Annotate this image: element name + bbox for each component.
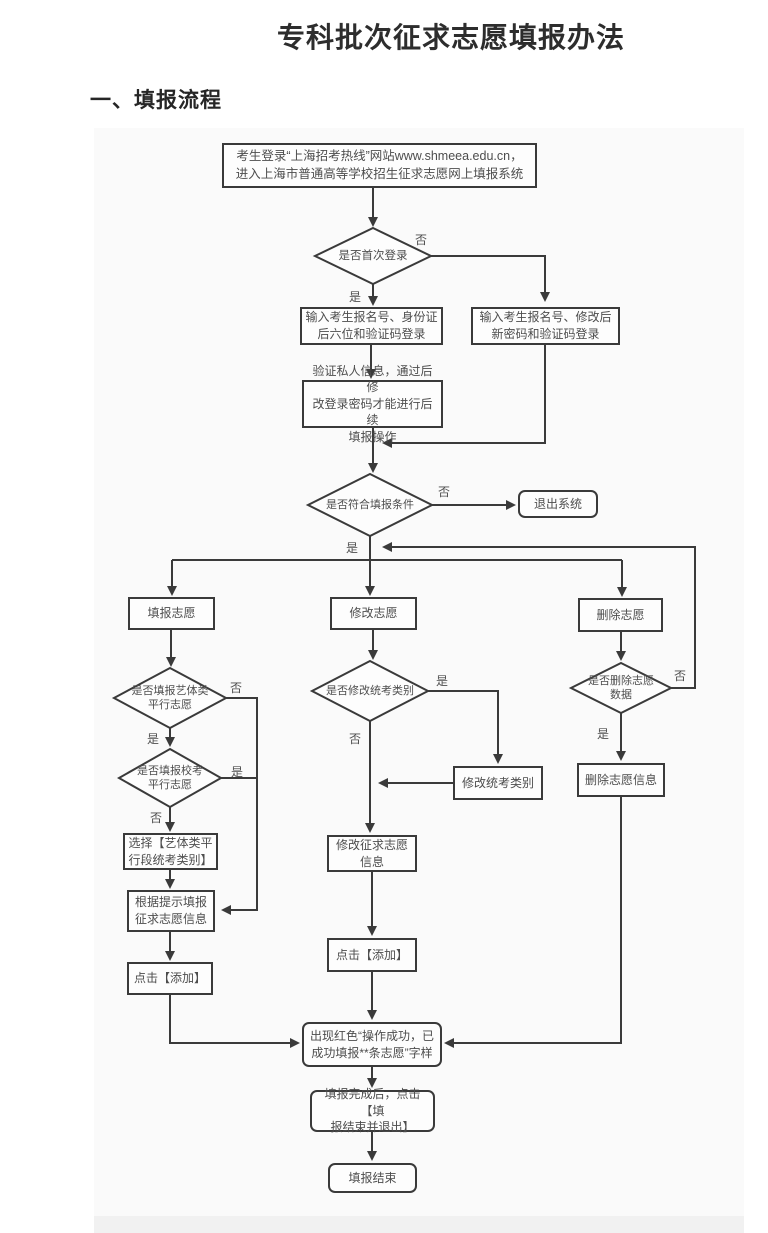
edge-label-yes-delete-data: 是 <box>597 727 610 741</box>
flow-node-login-first: 输入考生报名号、身份证 后六位和验证码登录 <box>300 307 443 345</box>
edge-label-no-delete-data: 否 <box>674 669 687 683</box>
flow-node-verify-info: 验证私人信息，通过后修 改登录密码才能进行后续 填报操作 <box>302 364 443 444</box>
flow-node-choose-art-category: 选择【艺体类平 行段统考类别】 <box>123 833 218 870</box>
edge-label-yes-school-exam: 是 <box>231 765 244 779</box>
flow-node-click-add-center: 点击【添加】 <box>327 938 417 972</box>
flow-node-end: 填报结束 <box>328 1163 417 1193</box>
flow-node-modify-volunteer-info: 修改征求志愿 信息 <box>327 835 417 872</box>
flow-node-success-message: 出现红色“操作成功，已 成功填报**条志愿”字样 <box>302 1022 442 1067</box>
diamond-modify-exam-shape <box>309 659 431 723</box>
diamond-modify-exam-label: 是否修改统考类别 <box>326 684 414 697</box>
edge-label-no-eligible: 否 <box>438 485 451 499</box>
flow-node-modify-exam-category: 修改统考类别 <box>453 766 543 800</box>
edge-label-no-first-login: 否 <box>415 233 428 247</box>
section-heading: 一、填报流程 <box>90 89 222 112</box>
diamond-eligible-shape <box>305 472 435 538</box>
flow-node-login-return: 输入考生报名号、修改后 新密码和验证码登录 <box>471 307 620 345</box>
page-title: 专科批次征求志愿填报办法 <box>276 23 625 54</box>
edge-label-no-modify-exam: 否 <box>349 732 362 746</box>
flow-node-delete-volunteer-info: 删除志愿信息 <box>577 763 665 797</box>
flow-node-start: 考生登录“上海招考热线”网站www.shmeea.edu.cn， 进入上海市普通… <box>222 143 537 188</box>
edge-label-no-school-exam: 否 <box>150 811 163 825</box>
page-bottom-strip <box>94 1216 744 1233</box>
flow-node-fill-volunteer: 填报志愿 <box>128 597 215 630</box>
diamond-eligible-label: 是否符合填报条件 <box>326 498 414 511</box>
diamond-art-parallel-label: 是否填报艺体类 平行志愿 <box>131 684 209 711</box>
diamond-first-login-shape <box>312 226 434 286</box>
diamond-art-parallel-shape <box>111 666 229 730</box>
flow-node-finish-click: 填报完成后，点击【填 报结束并退出】 <box>310 1087 435 1134</box>
flow-node-click-add-left: 点击【添加】 <box>127 962 213 995</box>
diamond-delete-data-label: 是否删除志愿 数据 <box>588 674 654 701</box>
edge-label-yes-modify-exam: 是 <box>436 674 449 688</box>
diamond-school-exam-shape <box>116 747 224 809</box>
edge-label-yes-first-login: 是 <box>349 290 362 304</box>
diamond-first-login-label: 是否首次登录 <box>338 249 408 262</box>
flow-node-fill-by-prompt: 根据提示填报 征求志愿信息 <box>127 890 215 932</box>
edge-label-no-art-parallel: 否 <box>230 681 243 695</box>
flow-node-exit-system: 退出系统 <box>518 490 598 518</box>
diamond-delete-data-shape <box>568 661 674 715</box>
flow-node-delete-volunteer: 删除志愿 <box>578 598 663 632</box>
edge-label-yes-eligible: 是 <box>346 541 359 555</box>
flow-node-modify-volunteer: 修改志愿 <box>330 597 417 630</box>
diamond-school-exam-label: 是否填报校考 平行志愿 <box>137 764 203 791</box>
edge-label-yes-art-parallel: 是 <box>147 732 160 746</box>
